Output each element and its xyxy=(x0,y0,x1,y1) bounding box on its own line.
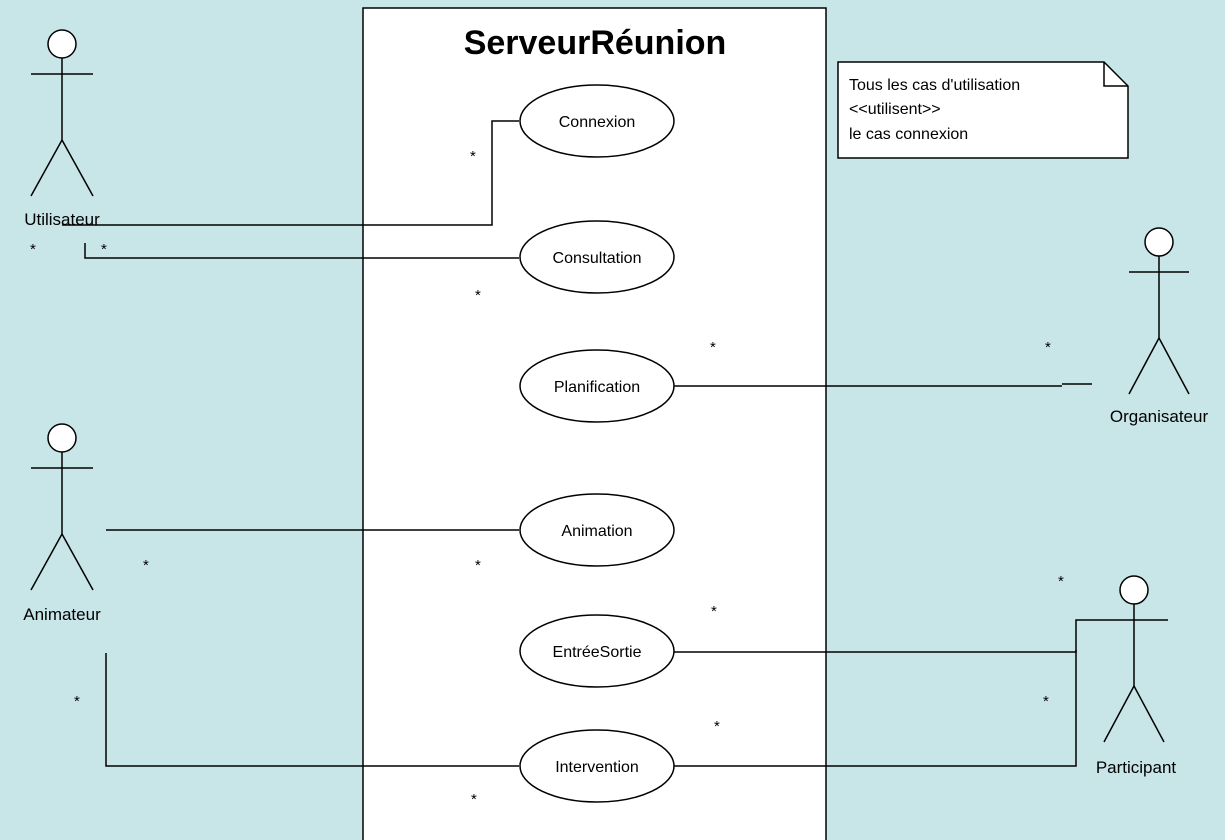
actor-label: Participant xyxy=(1096,758,1177,777)
use-case-entree-sortie[interactable]: EntréeSortie xyxy=(519,614,675,688)
actor-organisateur[interactable]: Organisateur xyxy=(1110,227,1209,426)
multiplicity-marker: * xyxy=(470,148,476,165)
multiplicity-marker: * xyxy=(475,557,481,574)
multiplicity-marker: * xyxy=(1045,339,1051,356)
multiplicity-marker: * xyxy=(714,718,720,735)
use-case-ellipse xyxy=(519,493,675,567)
association-animateur-intervention xyxy=(105,653,519,767)
multiplicity-marker: * xyxy=(1058,573,1064,590)
actor-left-leg xyxy=(30,533,63,591)
use-case-consultation[interactable]: Consultation xyxy=(519,220,675,294)
actor-head xyxy=(1119,575,1149,605)
use-case-label: EntréeSortie xyxy=(553,644,642,661)
actor-left-leg xyxy=(1128,337,1160,395)
multiplicity-marker: * xyxy=(143,557,149,574)
actor-animateur[interactable]: Animateur xyxy=(23,423,101,624)
use-case-label: Planification xyxy=(554,379,640,396)
use-case-ellipse xyxy=(519,349,675,423)
use-case-ellipse xyxy=(519,220,675,294)
actor-head xyxy=(47,29,77,59)
use-case-label: Connexion xyxy=(559,114,636,131)
use-case-planification[interactable]: Planification xyxy=(519,349,675,423)
note-line-3: le cas connexion xyxy=(849,126,968,143)
multiplicity-marker: * xyxy=(475,287,481,304)
use-case-label: Animation xyxy=(561,523,632,540)
actor-label: Animateur xyxy=(23,605,101,624)
associations xyxy=(62,120,1100,767)
actor-utilisateur[interactable]: Utilisateur xyxy=(24,29,100,229)
actor-left-leg xyxy=(30,139,63,197)
actor-right-leg xyxy=(61,139,94,197)
association-utilisateur-consultation xyxy=(84,243,519,259)
note: Tous les cas d'utilisation <<utilisent>>… xyxy=(837,61,1129,159)
multiplicity-marker: * xyxy=(710,339,716,356)
actor-label: Organisateur xyxy=(1110,407,1209,426)
note-box xyxy=(837,61,1129,159)
actor-participant[interactable]: Participant xyxy=(1096,575,1177,777)
multiplicity-marker: * xyxy=(711,603,717,620)
association-intervention-participant xyxy=(674,650,1077,767)
multiplicity-marker: * xyxy=(74,693,80,710)
actor-right-leg xyxy=(1158,337,1190,395)
actor-right-leg xyxy=(1133,685,1165,743)
use-case-label: Consultation xyxy=(553,250,642,267)
note-fold xyxy=(1103,62,1128,87)
note-line-1: Tous les cas d'utilisation xyxy=(849,77,1020,94)
note-line-2: <<utilisent>> xyxy=(849,101,941,118)
use-case-connexion[interactable]: Connexion xyxy=(519,84,675,158)
actor-label: Utilisateur xyxy=(24,210,100,229)
association-utilisateur-connexion xyxy=(62,120,519,226)
actor-head xyxy=(1144,227,1174,257)
actor-left-leg xyxy=(1103,685,1135,743)
use-case-ellipse xyxy=(519,84,675,158)
multiplicity-marker: * xyxy=(30,241,36,258)
multiplicity-marker: * xyxy=(1043,693,1049,710)
association-entreesortie-participant xyxy=(674,619,1100,653)
use-case-ellipse xyxy=(519,729,675,803)
multiplicity-marker: * xyxy=(101,241,107,258)
use-case-ellipse xyxy=(519,614,675,688)
system-title: ServeurRéunion xyxy=(464,24,727,62)
multiplicity-marker: * xyxy=(471,791,477,808)
use-case-intervention[interactable]: Intervention xyxy=(519,729,675,803)
multiplicity-markers: * * * * * * * * * * * * * * xyxy=(30,148,1064,808)
actor-right-leg xyxy=(61,533,94,591)
actor-head xyxy=(47,423,77,453)
use-case-animation[interactable]: Animation xyxy=(519,493,675,567)
use-case-label: Intervention xyxy=(555,759,639,776)
